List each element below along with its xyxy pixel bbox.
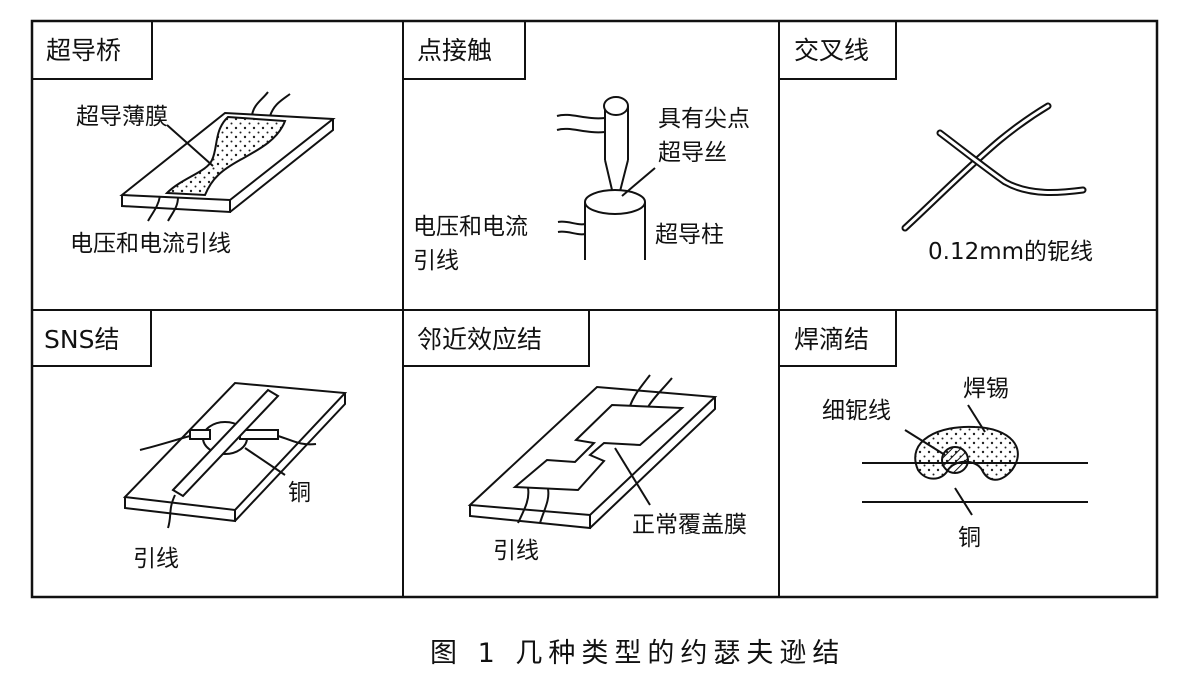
niobium-wire-section bbox=[941, 446, 969, 474]
sns-rod bbox=[171, 388, 280, 498]
panel-title-crossed-wires: 交叉线 bbox=[794, 36, 869, 65]
figure-caption: 图 1 几种类型的约瑟夫逊结 bbox=[430, 638, 845, 669]
label-leads-line2: 引线 bbox=[413, 248, 459, 274]
label-pointed-line1: 具有尖点 bbox=[658, 106, 750, 132]
title-tab-2 bbox=[402, 20, 526, 80]
proximity-film bbox=[512, 403, 685, 492]
title-tab-1 bbox=[31, 20, 153, 80]
label-pointed-line2: 超导丝 bbox=[658, 140, 727, 166]
bridge-film bbox=[164, 115, 287, 197]
panel-title-bridge: 超导桥 bbox=[46, 36, 121, 65]
label-fine-niobium-wire: 细铌线 bbox=[822, 398, 891, 424]
bridge-drawing bbox=[119, 91, 336, 222]
panel-title-proximity: 邻近效应结 bbox=[417, 325, 542, 354]
title-tab-6 bbox=[778, 309, 897, 367]
label-sns-lead: 引线 bbox=[133, 546, 179, 572]
label-solder-copper: 铜 bbox=[958, 525, 981, 551]
label-superconducting-film: 超导薄膜 bbox=[76, 104, 168, 130]
label-sns-copper: 铜 bbox=[288, 480, 311, 506]
label-proximity-lead: 引线 bbox=[493, 538, 539, 564]
panel-title-sns: SNS结 bbox=[44, 325, 119, 354]
label-normal-overlay-film: 正常覆盖膜 bbox=[632, 512, 747, 538]
post-top bbox=[584, 189, 646, 215]
panel-title-solder-drop: 焊滴结 bbox=[794, 325, 869, 354]
label-superconducting-post: 超导柱 bbox=[655, 222, 724, 248]
solder-drop-drawing bbox=[862, 404, 1088, 516]
panel-title-point-contact: 点接触 bbox=[417, 36, 492, 65]
label-bridge-leads: 电压和电流引线 bbox=[70, 231, 231, 257]
point-contact-drawing bbox=[556, 96, 656, 260]
label-niobium-wire: 0.12mm的铌线 bbox=[928, 239, 1093, 265]
crossed-wires-drawing bbox=[901, 102, 1087, 232]
title-tab-3 bbox=[778, 20, 897, 80]
title-tab-5 bbox=[402, 309, 590, 367]
title-tab-4 bbox=[31, 309, 152, 367]
label-solder: 焊锡 bbox=[963, 376, 1009, 402]
sns-drawing bbox=[122, 381, 348, 529]
proximity-drawing bbox=[467, 374, 718, 530]
label-leads-line1: 电压和电流 bbox=[413, 214, 528, 240]
